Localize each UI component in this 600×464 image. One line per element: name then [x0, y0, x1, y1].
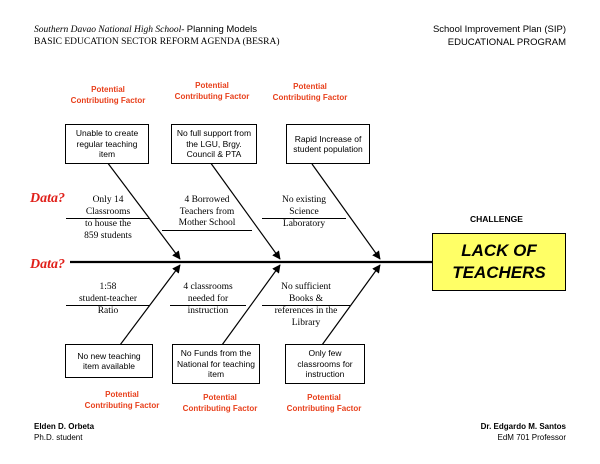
factor-label-bottom-3: Potential Contributing Factor: [286, 393, 362, 413]
cause-box-bottom-2: No Funds from the National for teaching …: [172, 344, 260, 384]
program-title: EDUCATIONAL PROGRAM: [447, 37, 566, 48]
cause-box-top-1: Unable to create regular teaching item: [65, 124, 149, 164]
data-note-bottom-3: No sufficient Books & references in the …: [262, 282, 350, 329]
agenda-title: BASIC EDUCATION SECTOR REFORM AGENDA (BE…: [34, 37, 280, 47]
data-note-top-1: Only 14 Classrooms to house the 859 stud…: [66, 195, 150, 242]
factor-label-top-2: Potential Contributing Factor: [174, 81, 250, 101]
header-school-line: Southern Davao National High School- Pla…: [34, 24, 257, 36]
data-label-bottom: Data?: [30, 257, 65, 272]
plan-title: School Improvement Plan (SIP): [432, 24, 566, 35]
data-note-top-3: No existing Science Laboratory: [262, 195, 346, 231]
data-label-top: Data?: [30, 191, 65, 206]
factor-label-bottom-1: Potential Contributing Factor: [84, 390, 160, 410]
factor-label-top-3: Potential Contributing Factor: [272, 82, 348, 102]
challenge-box: LACK OF TEACHERS: [432, 233, 566, 291]
factor-label-bottom-2: Potential Contributing Factor: [182, 393, 258, 413]
data-note-bottom-1: 1:58 student-teacher Ratio: [66, 282, 150, 318]
cause-box-bottom-3: Only few classrooms for instruction: [285, 344, 365, 384]
challenge-label: CHALLENGE: [470, 214, 523, 224]
professor-role: EdM 701 Professor: [497, 433, 566, 442]
author-name: Elden D. Orbeta: [34, 422, 95, 431]
author-role: Ph.D. student: [34, 433, 83, 442]
factor-label-top-1: Potential Contributing Factor: [70, 85, 146, 105]
bone-top-1: [106, 161, 181, 260]
bone-bottom-2: [221, 264, 281, 346]
cause-box-bottom-1: No new teaching item available: [65, 344, 153, 378]
cause-box-top-3: Rapid Increase of student population: [286, 124, 370, 164]
professor-name: Dr. Edgardo M. Santos: [480, 422, 566, 431]
bone-bottom-1: [119, 264, 181, 346]
planning-models: Planning Models: [186, 24, 258, 35]
bone-bottom-3: [321, 264, 381, 346]
data-note-top-2: 4 Borrowed Teachers from Mother School: [162, 195, 252, 231]
cause-box-top-2: No full support from the LGU, Brgy. Coun…: [171, 124, 257, 164]
bone-top-2: [209, 161, 281, 260]
challenge-line2: TEACHERS: [452, 263, 546, 282]
school-name: Southern Davao National High School-: [34, 25, 185, 35]
data-note-bottom-2: 4 classrooms needed for instruction: [170, 282, 246, 318]
bone-top-3: [311, 163, 381, 260]
challenge-line1: LACK OF: [461, 241, 537, 260]
